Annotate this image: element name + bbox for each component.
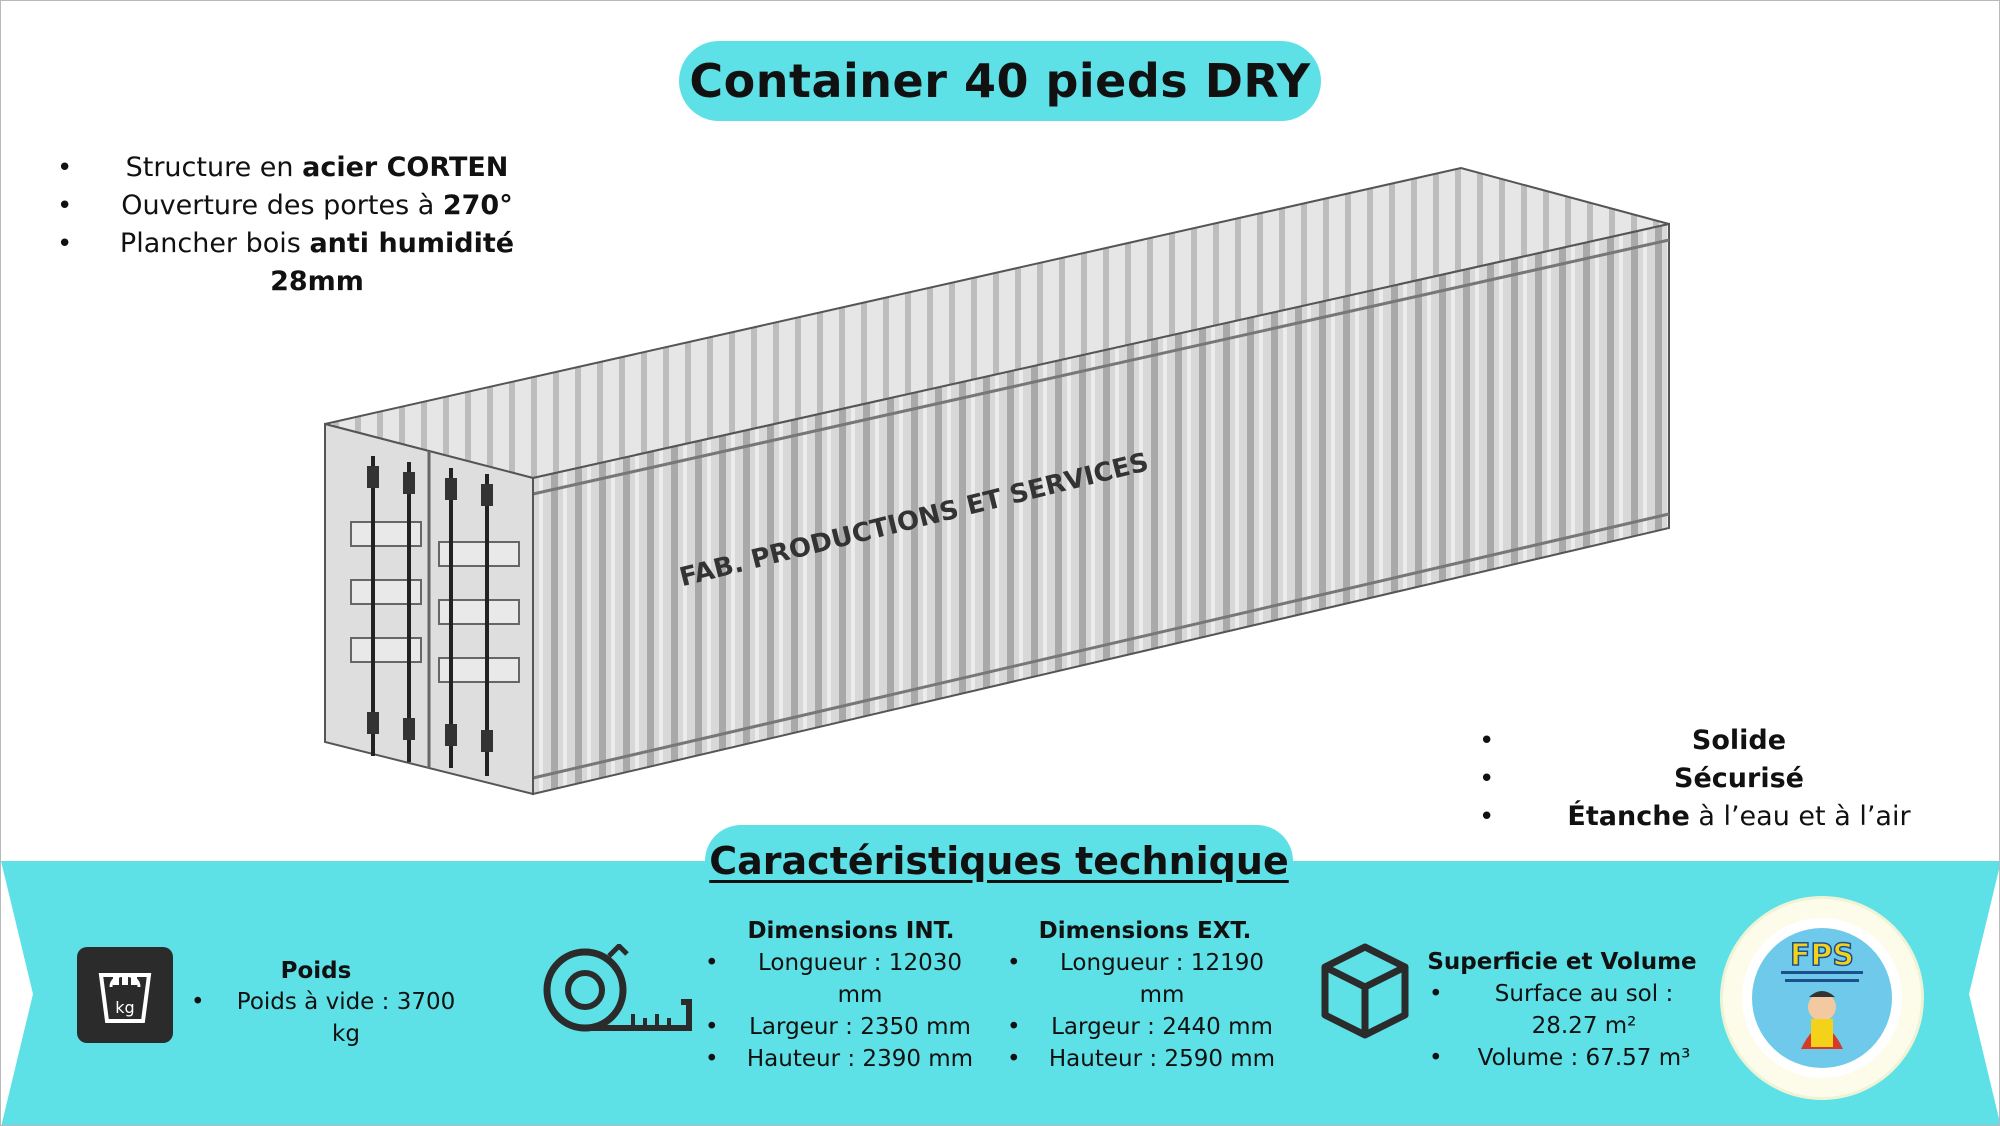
- feature-item: Structure en acier CORTEN: [57, 149, 527, 187]
- list-item: Longueur : 12190 mm: [1007, 947, 1287, 1011]
- poids-list: Poids à vide : 3700 kg: [191, 986, 471, 1050]
- fps-logo: FPS: [1723, 899, 1921, 1097]
- weight-icon-label: kg: [115, 998, 134, 1017]
- feature-item: Étanche à l’eau et à l’air: [1479, 798, 1949, 836]
- dim-int-title: Dimensions INT.: [747, 918, 955, 944]
- surface-title: Superficie et Volume: [1427, 949, 1697, 975]
- list-item: Largeur : 2440 mm: [1007, 1011, 1287, 1043]
- poids-title: Poids: [280, 958, 352, 984]
- container-illustration: FAB. PRODUCTIONS ET SERVICES: [324, 166, 1670, 796]
- tech-heading: Caractéristiques technique: [709, 839, 1289, 883]
- list-item: Longueur : 12030 mm: [705, 947, 985, 1011]
- tech-heading-pill: Caractéristiques technique: [705, 825, 1293, 897]
- dim-ext-title: Dimensions EXT.: [1038, 918, 1252, 944]
- dim-ext-list: Longueur : 12190 mm Largeur : 2440 mm Ha…: [1007, 947, 1287, 1075]
- dim-int-list: Longueur : 12030 mm Largeur : 2350 mm Ha…: [705, 947, 985, 1075]
- list-item: Largeur : 2350 mm: [705, 1011, 985, 1043]
- features-left-list: Structure en acier CORTEN Ouverture des …: [57, 149, 527, 301]
- feature-item: Ouverture des portes à 270°: [57, 187, 527, 225]
- list-item: Surface au sol : 28.27 m²: [1429, 978, 1709, 1042]
- list-item: Hauteur : 2590 mm: [1007, 1043, 1287, 1075]
- list-item: Poids à vide : 3700 kg: [191, 986, 471, 1050]
- surface-list: Surface au sol : 28.27 m² Volume : 67.57…: [1429, 978, 1709, 1074]
- feature-item: Solide: [1479, 722, 1949, 760]
- title-pill: Container 40 pieds DRY: [679, 41, 1321, 121]
- list-item: Volume : 67.57 m³: [1429, 1042, 1709, 1074]
- cube-icon: [1321, 943, 1409, 1039]
- fps-logo-art: FPS: [1742, 918, 1902, 1078]
- logo-text: FPS: [1790, 938, 1854, 973]
- weight-kg-icon: kg: [77, 947, 173, 1043]
- page-title: Container 40 pieds DRY: [689, 54, 1311, 108]
- feature-item: Sécurisé: [1479, 760, 1949, 798]
- tape-measure-icon: [543, 944, 692, 1032]
- feature-item: Plancher bois anti humidité 28mm: [57, 225, 527, 301]
- list-item: Hauteur : 2390 mm: [705, 1043, 985, 1075]
- features-right-list: Solide Sécurisé Étanche à l’eau et à l’a…: [1479, 722, 1949, 836]
